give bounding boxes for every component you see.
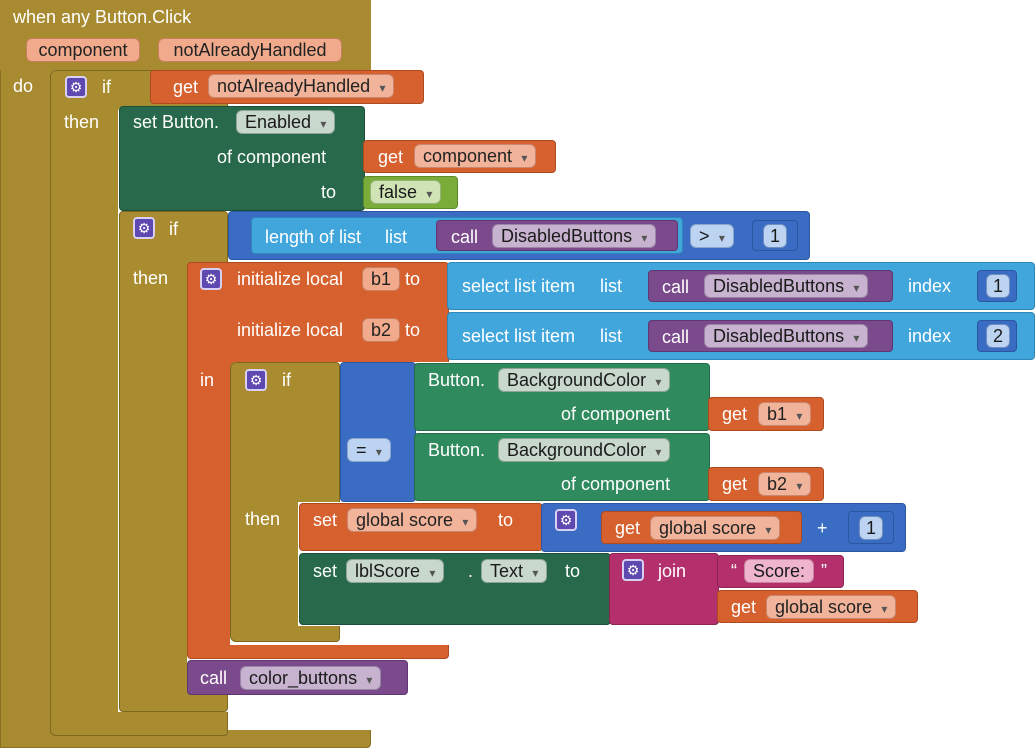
local-name-b2[interactable]: b2 [362, 318, 401, 342]
local-name-b1[interactable]: b1 [362, 267, 401, 291]
if3-if-label: if [282, 370, 291, 390]
prop-dropdown-text[interactable]: Text [481, 559, 548, 583]
list-label: list [600, 326, 622, 346]
proc-dropdown-disabled-buttons[interactable]: DisabledButtons [492, 224, 657, 248]
prop-dropdown-background-color[interactable]: BackgroundColor [498, 368, 671, 392]
get-label: get [173, 77, 199, 97]
of-component-label: of component [561, 404, 671, 424]
do-label: do [13, 76, 34, 96]
call-label: call [200, 668, 228, 688]
prop-dropdown-enabled[interactable]: Enabled [236, 110, 336, 134]
compare-equal-block[interactable] [340, 362, 416, 502]
of-component-label: of component [217, 147, 327, 167]
if2-if-label: if [169, 219, 178, 239]
to-label: to [565, 561, 581, 581]
get-label: get [722, 474, 748, 494]
if1-if-label: if [102, 77, 111, 97]
get-label: get [722, 404, 748, 424]
set-button-label: set Button. [133, 112, 220, 132]
number-field[interactable]: 2 [986, 324, 1011, 348]
plus-label: + [817, 518, 828, 538]
get-label: get [731, 597, 757, 617]
var-dropdown-component[interactable]: component [414, 144, 537, 168]
var-dropdown-not-already-handled[interactable]: notAlreadyHandled [208, 74, 395, 98]
in-label: in [200, 370, 215, 390]
of-component-label: of component [561, 474, 671, 494]
prop-dropdown-background-color[interactable]: BackgroundColor [498, 438, 671, 462]
number-field[interactable]: 1 [859, 516, 884, 540]
var-dropdown-global-score[interactable]: global score [650, 516, 781, 540]
var-dropdown-global-score[interactable]: global score [347, 508, 478, 532]
join-label: join [658, 561, 687, 581]
operator-dropdown-equal[interactable]: = [347, 438, 391, 462]
var-dropdown-global-score[interactable]: global score [766, 595, 897, 619]
number-field[interactable]: 1 [986, 274, 1011, 298]
select-list-item-label: select list item [462, 276, 576, 296]
if2-then-label: then [133, 268, 169, 288]
dot-label: . [468, 561, 474, 581]
set-label: set [313, 561, 338, 581]
get-label: get [615, 518, 641, 538]
boolean-dropdown-false[interactable]: false [370, 180, 442, 204]
proc-dropdown-disabled-buttons[interactable]: DisabledButtons [704, 274, 869, 298]
close-quote: ” [821, 561, 827, 581]
to-label: to [321, 182, 337, 202]
gear-icon[interactable]: ⚙ [65, 76, 87, 98]
proc-dropdown-color-buttons[interactable]: color_buttons [240, 666, 382, 690]
list-label: list [385, 227, 407, 247]
param-not-already-handled[interactable]: notAlreadyHandled [158, 38, 342, 62]
init-local-label: initialize local [237, 320, 344, 340]
gear-icon[interactable]: ⚙ [133, 217, 155, 239]
operator-dropdown-greater[interactable]: > [690, 224, 734, 248]
number-field[interactable]: 1 [763, 224, 788, 248]
gear-icon[interactable]: ⚙ [555, 509, 577, 531]
list-label: list [600, 276, 622, 296]
if3-then-label: then [245, 509, 281, 529]
init-to-label: to [405, 320, 421, 340]
button-label: Button. [428, 370, 486, 390]
length-of-list-label: length of list [265, 227, 362, 247]
open-quote: “ [731, 561, 737, 581]
init-to-label: to [405, 269, 421, 289]
gear-icon[interactable]: ⚙ [200, 268, 222, 290]
index-label: index [908, 326, 952, 346]
event-title: when any Button.Click [13, 7, 192, 27]
proc-dropdown-disabled-buttons[interactable]: DisabledButtons [704, 324, 869, 348]
string-field-score[interactable]: Score: [744, 559, 815, 583]
button-label: Button. [428, 440, 486, 460]
if1-then-label: then [64, 112, 100, 132]
gear-icon[interactable]: ⚙ [245, 369, 267, 391]
call-label: call [662, 327, 690, 347]
param-component[interactable]: component [26, 38, 140, 62]
set-label: set [313, 510, 338, 530]
to-label: to [498, 510, 514, 530]
call-label: call [451, 227, 479, 247]
init-local-label: initialize local [237, 269, 344, 289]
var-dropdown-b2[interactable]: b2 [758, 472, 812, 496]
component-dropdown-lblscore[interactable]: lblScore [346, 559, 445, 583]
call-label: call [662, 277, 690, 297]
index-label: index [908, 276, 952, 296]
get-label: get [378, 147, 404, 167]
gear-icon[interactable]: ⚙ [622, 559, 644, 581]
var-dropdown-b1[interactable]: b1 [758, 402, 812, 426]
select-list-item-label: select list item [462, 326, 576, 346]
